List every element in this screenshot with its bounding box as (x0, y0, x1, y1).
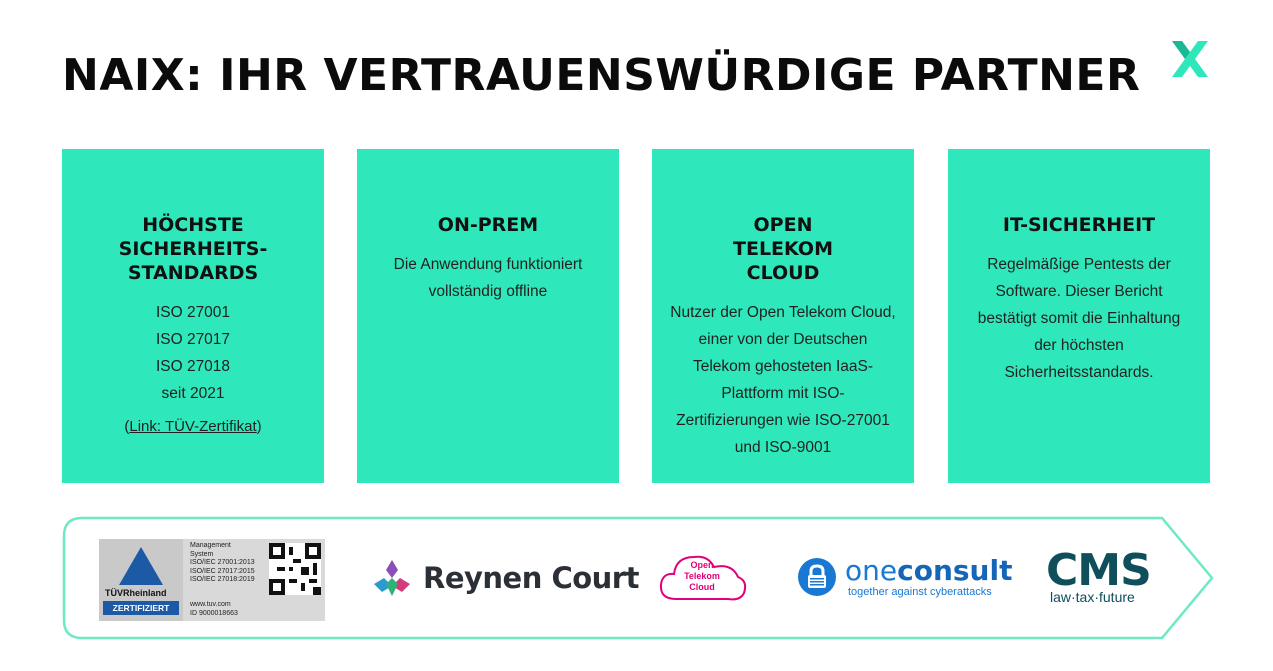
tuv-zertifiziert: ZERTIFIZIERT (103, 601, 179, 615)
partner-banner (62, 516, 1214, 640)
card-line: ISO 27017 (155, 331, 231, 348)
oneconsult-tagline: together against cyberattacks (848, 586, 992, 598)
tuv-logo: TÜVRheinland ZERTIFIZIERT (99, 539, 183, 621)
card-title: HÖCHSTE SICHERHEITS-STANDARDS (118, 214, 268, 284)
tuv-certificate-badge: TÜVRheinland ZERTIFIZIERT Management Sys… (99, 539, 325, 621)
card-line: ISO 27018 (155, 358, 231, 375)
card-on-prem: ON-PREM Die Anwendung funktioniert volls… (357, 149, 619, 483)
card-text: Nutzer der Open Telekom Cloud, einer von… (670, 304, 896, 456)
qr-code-icon (269, 543, 321, 595)
open-telekom-cloud-logo-icon (659, 555, 747, 601)
naix-logo-icon (1172, 41, 1208, 77)
open-telekom-cloud-logo-text: Open Telekom Cloud (684, 560, 720, 592)
oneconsult-logo-text: oneconsult (845, 554, 1013, 587)
card-title: OPEN TELEKOM CLOUD (733, 214, 833, 284)
tuv-name: TÜVRheinland (105, 588, 167, 598)
reynen-court-logo-icon (374, 560, 410, 596)
card-title: IT-SICHERHEIT (1002, 214, 1156, 236)
card-text: Die Anwendung funktioniert vollständig o… (393, 256, 583, 300)
card-line: seit 2021 (161, 385, 225, 402)
tuv-info: Management System ISO/IEC 27001:2013 ISO… (190, 542, 255, 583)
page-title: NAIX: IHR VERTRAUENSWÜRDIGE PARTNER (62, 50, 1141, 101)
cms-logo-text: CMS (1046, 545, 1152, 596)
card-line: ISO 27001 (155, 304, 231, 321)
card-open-telekom-cloud: OPEN TELEKOM CLOUD Nutzer der Open Telek… (652, 149, 914, 483)
oneconsult-lock-icon (798, 558, 836, 596)
card-it-security: IT-SICHERHEIT Regelmäßige Pentests der S… (948, 149, 1210, 483)
card-security-standards: HÖCHSTE SICHERHEITS-STANDARDS ISO 27001 … (62, 149, 324, 483)
card-title: ON-PREM (437, 214, 539, 236)
card-text: Regelmäßige Pentests der Software. Diese… (977, 256, 1181, 381)
reynen-court-logo-text: Reynen Court (423, 561, 639, 595)
tuv-certificate-link[interactable]: Link: TÜV-Zertifikat (129, 418, 257, 435)
tuv-web: www.tuv.com ID 9000018663 (190, 601, 238, 617)
tuv-triangle-icon (119, 547, 163, 585)
cms-tagline: law·tax·future (1050, 589, 1135, 605)
certificate-link-line: (Link: TÜV-Zertifikat) (124, 418, 262, 435)
